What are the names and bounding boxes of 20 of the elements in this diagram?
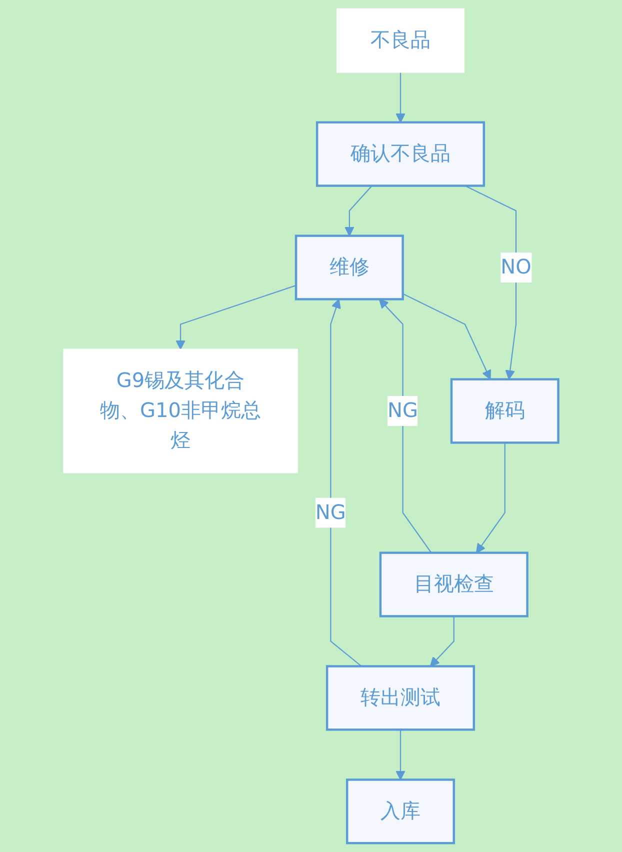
arrow <box>402 293 492 380</box>
node-box: 解码 <box>450 378 560 444</box>
arrow <box>396 730 406 780</box>
arrow <box>430 616 454 667</box>
arrow <box>476 442 506 554</box>
arrow <box>330 298 362 667</box>
edge-label: NG <box>388 399 418 423</box>
node-box: G9锡及其化合物、G10非甲烷总烃 <box>63 348 298 474</box>
arrow <box>176 284 296 350</box>
node-box: 维修 <box>294 234 404 300</box>
edge-label: NG <box>315 501 346 524</box>
arrow <box>396 72 406 123</box>
node-box: 确认不良品 <box>316 121 486 187</box>
edge-label: NO <box>500 256 532 280</box>
node-box: 转出测试 <box>326 665 476 731</box>
arrow <box>378 298 432 554</box>
node-box: 入库 <box>346 778 455 844</box>
node-box: 不良品 <box>336 8 464 73</box>
node-box: 目视检查 <box>379 552 528 618</box>
arrow <box>344 185 372 236</box>
